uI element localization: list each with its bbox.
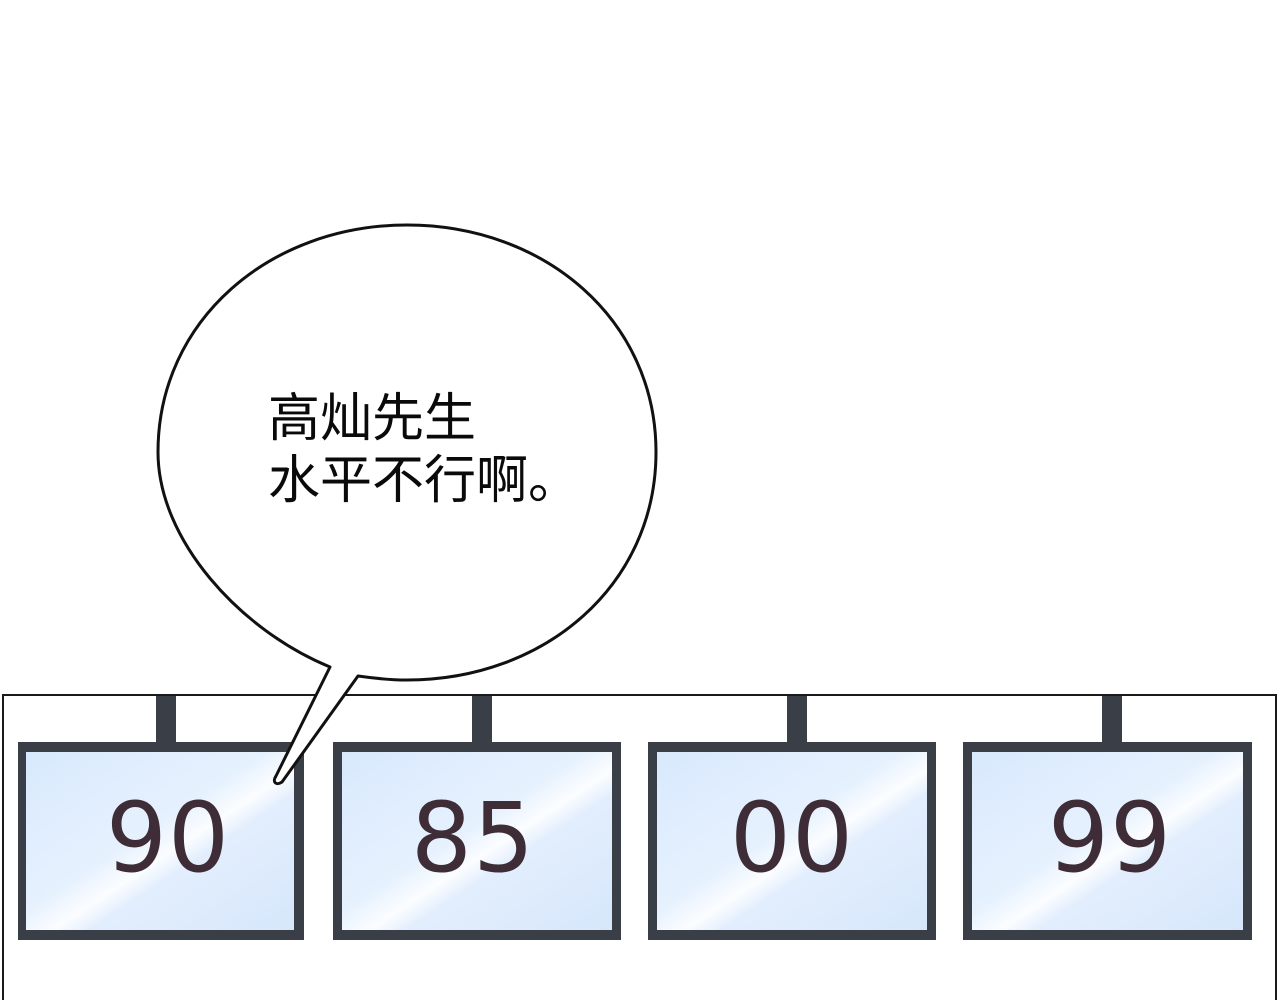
board-mount-1 <box>156 696 176 744</box>
scoreboard-3 <box>648 742 936 940</box>
speech-bubble <box>156 223 658 786</box>
score-4: 99 <box>1047 782 1173 894</box>
board-mount-2 <box>472 696 492 744</box>
score-3: 00 <box>729 782 855 894</box>
scoreboard-4 <box>963 742 1252 940</box>
score-1: 90 <box>105 782 231 894</box>
score-2: 85 <box>410 782 536 894</box>
speech-line-2: 水平不行啊。 <box>268 451 581 511</box>
scoreboard-2 <box>333 742 621 940</box>
speech-line-1: 高灿先生 <box>268 389 477 449</box>
scoreboard-1 <box>18 742 304 940</box>
board-mount-4 <box>1102 696 1122 744</box>
speech-text: 高灿先生 水平不行啊。 <box>268 393 628 517</box>
board-mount-3 <box>787 696 807 744</box>
